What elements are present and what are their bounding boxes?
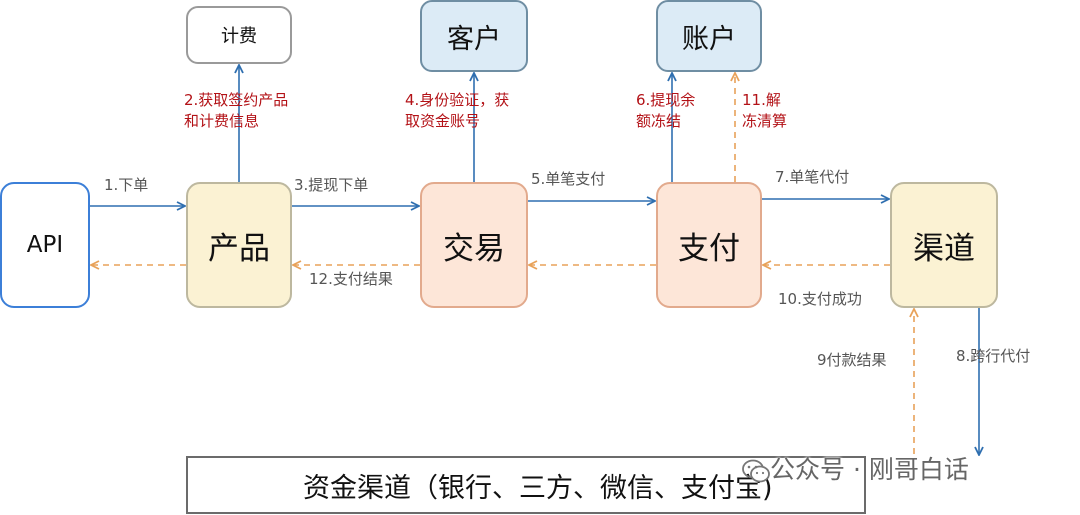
edge-8-label: 8.跨行代付 xyxy=(956,347,1031,365)
fund-channel-node: 资金渠道（银行、三方、微信、支付宝) xyxy=(186,456,866,514)
trade-node: 交易 xyxy=(420,182,528,308)
account-node: 账户 xyxy=(656,0,762,72)
edge-4-label-line2: 取资金账号 xyxy=(405,112,481,130)
edge-5-label: 5.单笔支付 xyxy=(531,170,606,188)
edge-7-label: 7.单笔代付 xyxy=(775,168,850,186)
edge-11-label-line1: 11.解 xyxy=(742,91,781,109)
edge-10-label: 10.支付成功 xyxy=(778,290,862,308)
api-label: API xyxy=(26,232,64,258)
payment-label: 支付 xyxy=(678,230,740,267)
trade-label: 交易 xyxy=(443,230,505,267)
edge-4-label-line1: 4.身份验证，获 xyxy=(405,91,510,109)
product-node: 产品 xyxy=(186,182,292,308)
account-label: 账户 xyxy=(682,23,736,55)
edge-2-label-line2: 和计费信息 xyxy=(184,112,260,130)
edge-9-label: 9付款结果 xyxy=(817,351,887,369)
edge-1-label: 1.下单 xyxy=(104,176,149,194)
channel-node: 渠道 xyxy=(890,182,998,308)
edge-12-label: 12.支付结果 xyxy=(309,270,393,288)
watermark-text: 公众号 · 刚哥白话 xyxy=(770,455,969,484)
customer-node: 客户 xyxy=(420,0,528,72)
payment-node: 支付 xyxy=(656,182,762,308)
customer-label: 客户 xyxy=(447,23,501,55)
edge-2-label-line1: 2.获取签约产品 xyxy=(184,91,289,109)
billing-label: 计费 xyxy=(221,26,257,47)
api-node: API xyxy=(0,182,90,308)
edge-3-label: 3.提现下单 xyxy=(294,176,369,194)
product-label: 产品 xyxy=(208,230,270,267)
edge-6-label-line2: 额冻结 xyxy=(636,112,682,130)
fund-channel-label: 资金渠道（银行、三方、微信、支付宝) xyxy=(303,472,773,504)
wechat-official-account-icon xyxy=(742,459,770,483)
edge-11-label-line2: 冻清算 xyxy=(742,112,788,130)
billing-node: 计费 xyxy=(186,6,292,64)
channel-label: 渠道 xyxy=(913,230,975,267)
edge-6-label-line1: 6.提现余 xyxy=(636,91,696,109)
